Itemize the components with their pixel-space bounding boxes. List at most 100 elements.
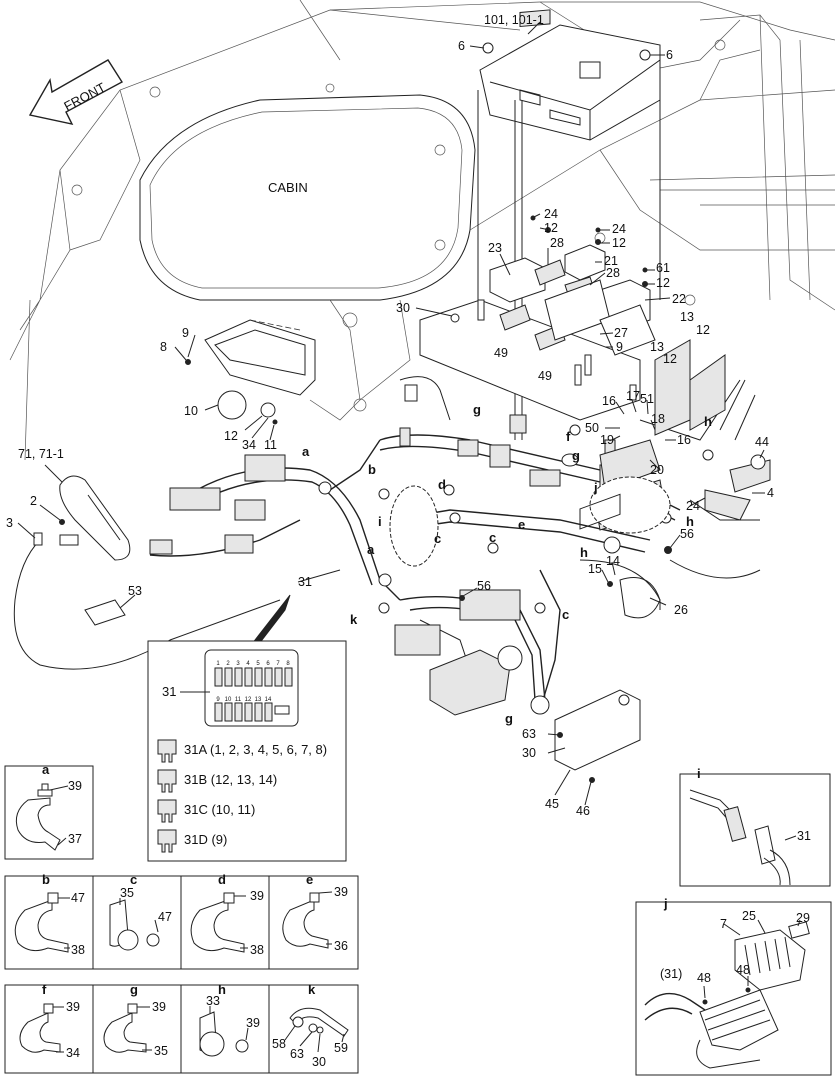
callout-22: 22: [672, 292, 686, 306]
detail-letter-c1: c: [434, 531, 441, 546]
callout-21: 21: [604, 254, 618, 268]
callout-16a: 16: [602, 394, 616, 408]
fuse-number: 10: [225, 697, 232, 703]
fuse-slot: [244, 702, 253, 722]
callout-49b: 49: [538, 369, 552, 383]
fuse-number: 4: [246, 661, 250, 667]
detail-a-title: a: [42, 762, 50, 777]
detail-letter-d: d: [438, 477, 446, 492]
detail-letter-g1: g: [473, 402, 481, 417]
fuse-legend-text: 31C (10, 11): [184, 802, 255, 817]
fuse-slot: [254, 702, 263, 722]
callout-4: 4: [767, 486, 774, 500]
callout-23: 23: [488, 241, 502, 255]
detail-k-part-2: 63: [290, 1047, 304, 1061]
callout-45: 45: [545, 797, 559, 811]
callout-31a: 31: [298, 575, 312, 589]
detail-f-part-1: 39: [66, 1000, 80, 1014]
fuse-number: 7: [276, 661, 280, 667]
detail-k-part-4: 59: [334, 1041, 348, 1055]
callout-3: 3: [6, 516, 13, 530]
callout-8: 8: [160, 340, 167, 354]
detail-d-part-2: 38: [250, 943, 264, 957]
callout-2: 2: [30, 494, 37, 508]
callout-18: 18: [651, 412, 665, 426]
detail-e-title: e: [306, 872, 313, 887]
callout-30a: 30: [396, 301, 410, 315]
fuse-slot: [214, 667, 223, 687]
main-harness: [149, 339, 771, 783]
callout-71: 71, 71-1: [18, 447, 64, 461]
detail-i-part-1: 31: [797, 829, 811, 843]
buzzer-component: [217, 390, 278, 425]
detail-d-part-1: 39: [250, 889, 264, 903]
detail-letter-a1: a: [302, 444, 310, 459]
callout-50: 50: [585, 421, 599, 435]
detail-letter-g2: g: [572, 448, 580, 463]
callout-53: 53: [128, 584, 142, 598]
callout-101: 101, 101-1: [484, 13, 544, 27]
fuse-number: 2: [226, 661, 230, 667]
fuse-type-icon: [157, 739, 177, 763]
callout-44: 44: [755, 435, 769, 449]
fuse-slot: [254, 667, 263, 687]
fuse-type-icon: [157, 829, 177, 853]
detail-letter-g3: g: [505, 711, 513, 726]
fuse-type-icon: [157, 799, 177, 823]
callout-16b: 16: [677, 433, 691, 447]
detail-c-title: c: [130, 872, 137, 887]
detail-g-part-1: 39: [152, 1000, 166, 1014]
fuse-number: 9: [216, 697, 220, 703]
callout-56b: 56: [680, 527, 694, 541]
detail-panel-i: i 31: [679, 766, 831, 887]
callout-6a: 6: [458, 39, 465, 53]
callout-46: 46: [576, 804, 590, 818]
callout-6b: 6: [666, 48, 673, 62]
fuse-slot: [234, 667, 243, 687]
detail-j-part-5: 48: [697, 971, 711, 985]
detail-letter-b: b: [368, 462, 376, 477]
detail-j-title: j: [663, 896, 668, 911]
fuse-number: 12: [245, 697, 252, 703]
callout-63a: 63: [522, 727, 536, 741]
detail-letter-h2: h: [686, 514, 694, 529]
callout-13a: 13: [650, 340, 664, 354]
fuse-slot: [284, 667, 293, 687]
callout-12b: 12: [612, 236, 626, 250]
callout-13b: 13: [680, 310, 694, 324]
detail-g-title: g: [130, 982, 138, 997]
front-arrow: FRONT: [28, 59, 123, 125]
relay-mount-plate: [419, 215, 656, 421]
detail-j-part-6: 48: [736, 963, 750, 977]
leader-lines: [17, 21, 765, 806]
callout-9a: 9: [616, 340, 623, 354]
fuse-number: 8: [286, 661, 290, 667]
detail-letter-a2: a: [367, 542, 375, 557]
detail-letter-e: e: [518, 517, 525, 532]
callout-28a: 28: [550, 236, 564, 250]
detail-a-part-2: 37: [68, 832, 82, 846]
fuse-legend-text: 31B (12, 13, 14): [184, 772, 277, 787]
detail-k-part-1: 58: [272, 1037, 286, 1051]
callout-9b: 9: [182, 326, 189, 340]
callout-20: 20: [650, 463, 664, 477]
detail-k-part-3: 30: [312, 1055, 326, 1069]
detail-row-fghk: f 39 34 g 39 35 h 33 39 k 58 63: [4, 982, 359, 1074]
callout-26: 26: [674, 603, 688, 617]
callout-17: 17: [626, 389, 640, 403]
fuse-slot: [234, 702, 243, 722]
detail-e-part-2: 36: [334, 939, 348, 953]
fuse-number: 14: [265, 697, 272, 703]
callout-12a: 12: [544, 221, 558, 235]
callout-19: 19: [600, 433, 614, 447]
detail-f-title: f: [42, 982, 47, 997]
callout-12e: 12: [696, 323, 710, 337]
callout-24a: 24: [544, 207, 558, 221]
detail-letter-f: f: [566, 429, 571, 444]
callout-15: 15: [588, 562, 602, 576]
